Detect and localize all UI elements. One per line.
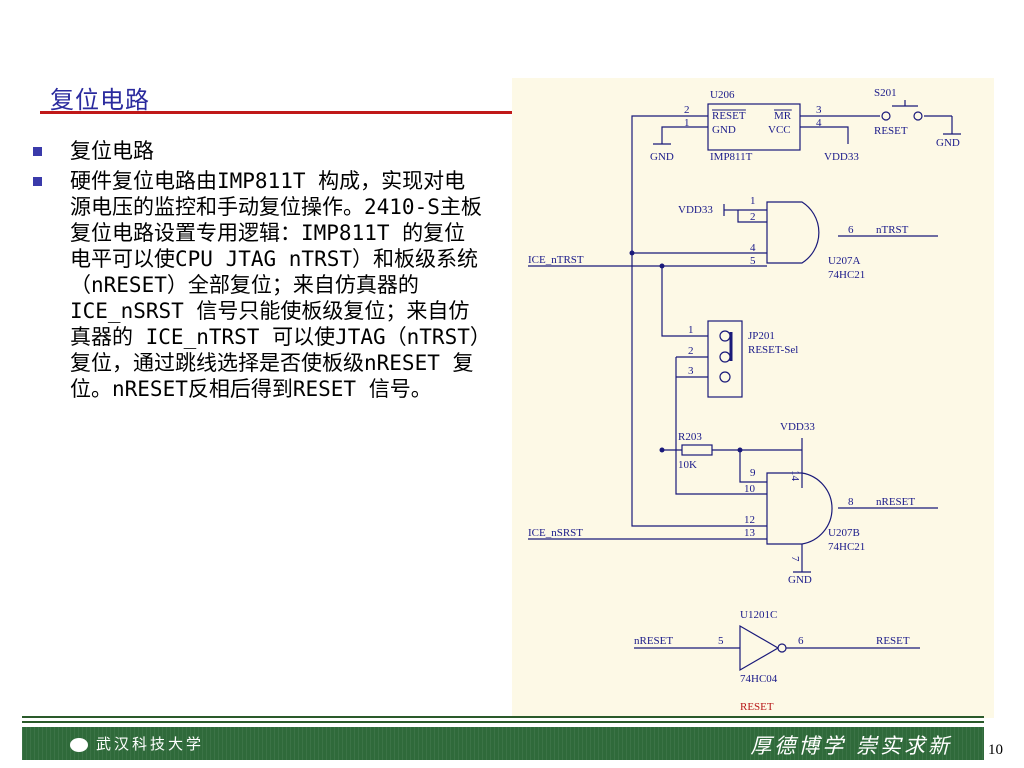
u206-pin-reset: RESET [712, 110, 746, 122]
bullet-text: 硬件复位电路由IMP811T 构成，实现对电源电压的监控和手动复位操作。2410… [70, 169, 482, 401]
u1201c-part: 74HC04 [740, 673, 778, 685]
ice-nsrst-label: ICE_nSRST [528, 527, 583, 539]
u207b-pin8: 8 [848, 496, 854, 508]
u207b-pin9: 9 [750, 467, 756, 479]
u207a-pin5: 5 [750, 255, 756, 267]
bullet-text: 复位电路 [70, 139, 154, 163]
footer-rule [22, 721, 984, 723]
u206-pin2: 2 [684, 104, 690, 116]
nreset-label-in: nRESET [634, 635, 673, 647]
u207a-part: 74HC21 [828, 269, 865, 281]
page-number: 10 [988, 742, 1003, 758]
s201-label: RESET [874, 125, 908, 137]
r203-resistor [681, 444, 713, 456]
title-underline [40, 111, 512, 114]
u207a-pin2: 2 [750, 211, 756, 223]
gnd-label-u207b: GND [788, 574, 812, 586]
u206-pin-vcc: VCC [768, 124, 791, 136]
jp201-pin1: 1 [688, 324, 694, 336]
u207a-and-gate [766, 201, 820, 264]
u207b-pin12: 12 [744, 514, 755, 526]
ntrst-label: nTRST [876, 224, 909, 236]
university-name: 武汉科技大学 [96, 735, 205, 753]
square-bullet-icon [33, 177, 42, 186]
s201-ref: S201 [874, 87, 897, 99]
jp201-ref: JP201 [748, 330, 775, 342]
reset-circuit-schematic: U206 RESET GND MR VCC IMP811T 2 1 3 4 S2… [512, 78, 994, 718]
ice-ntrst-label: ICE_nTRST [528, 254, 584, 266]
vdd-label-u206: VDD33 [824, 151, 859, 163]
u206-part: IMP811T [710, 151, 753, 163]
vdd-label-u207b: VDD33 [780, 421, 815, 433]
u206-pin-gnd: GND [712, 124, 736, 136]
u207b-ref: U207B [828, 527, 860, 539]
u206-pin-mr: MR [774, 110, 792, 122]
reset-label-out: RESET [876, 635, 910, 647]
u206-ref: U206 [710, 89, 735, 101]
jp201-pin2: 2 [688, 345, 694, 357]
u206-pin4: 4 [816, 117, 822, 129]
r203-ref: R203 [678, 431, 702, 443]
u207b-part: 74HC21 [828, 541, 865, 553]
u207b-pin14: 14 [789, 470, 801, 482]
u1201c-pin6: 6 [798, 635, 804, 647]
bullet-item-2: 硬件复位电路由IMP811T 构成，实现对电源电压的监控和手动复位操作。2410… [28, 168, 483, 402]
slide-title: 复位电路 [50, 86, 150, 114]
vdd-label-u207a: VDD33 [678, 204, 713, 216]
university-seal-icon [70, 738, 88, 752]
u207b-pin13: 13 [744, 527, 756, 539]
jp201-name: RESET-Sel [748, 344, 798, 356]
u1201c-pin5: 5 [718, 635, 724, 647]
u207a-pin1: 1 [750, 195, 756, 207]
u206-pin3: 3 [816, 104, 822, 116]
university-logo: 武汉科技大学 [70, 733, 204, 754]
u207a-pin4: 4 [750, 242, 756, 254]
footer-rule [22, 716, 984, 718]
u207a-pin6: 6 [848, 224, 854, 236]
r203-value: 10K [678, 459, 697, 471]
u206-reset-wire [631, 115, 767, 527]
u206-vcc-wire [800, 126, 849, 144]
u207b-and-gate [766, 472, 833, 545]
u1201c-inverter [739, 624, 780, 672]
bullet-item-1: 复位电路 [28, 138, 483, 164]
footer-bar: 武汉科技大学 厚德博学 崇实求新 [22, 727, 984, 760]
square-bullet-icon [33, 147, 42, 156]
gnd-label-switch: GND [936, 137, 960, 149]
u207b-pin7: 7 [789, 556, 801, 562]
u207b-pin10: 10 [744, 483, 756, 495]
reset-label-bottom: RESET [740, 701, 774, 713]
jp201-pin3: 3 [688, 365, 694, 377]
nreset-label-out: nRESET [876, 496, 915, 508]
u206-pin1: 1 [684, 117, 690, 129]
u207a-ref: U207A [828, 255, 860, 267]
u1201c-ref: U1201C [740, 609, 777, 621]
bullet-list: 复位电路 硬件复位电路由IMP811T 构成，实现对电源电压的监控和手动复位操作… [28, 138, 483, 406]
gnd-label-u206: GND [650, 151, 674, 163]
university-motto: 厚德博学 崇实求新 [750, 734, 952, 758]
u206-gnd-wire [661, 126, 708, 144]
jp201-body [707, 320, 743, 398]
